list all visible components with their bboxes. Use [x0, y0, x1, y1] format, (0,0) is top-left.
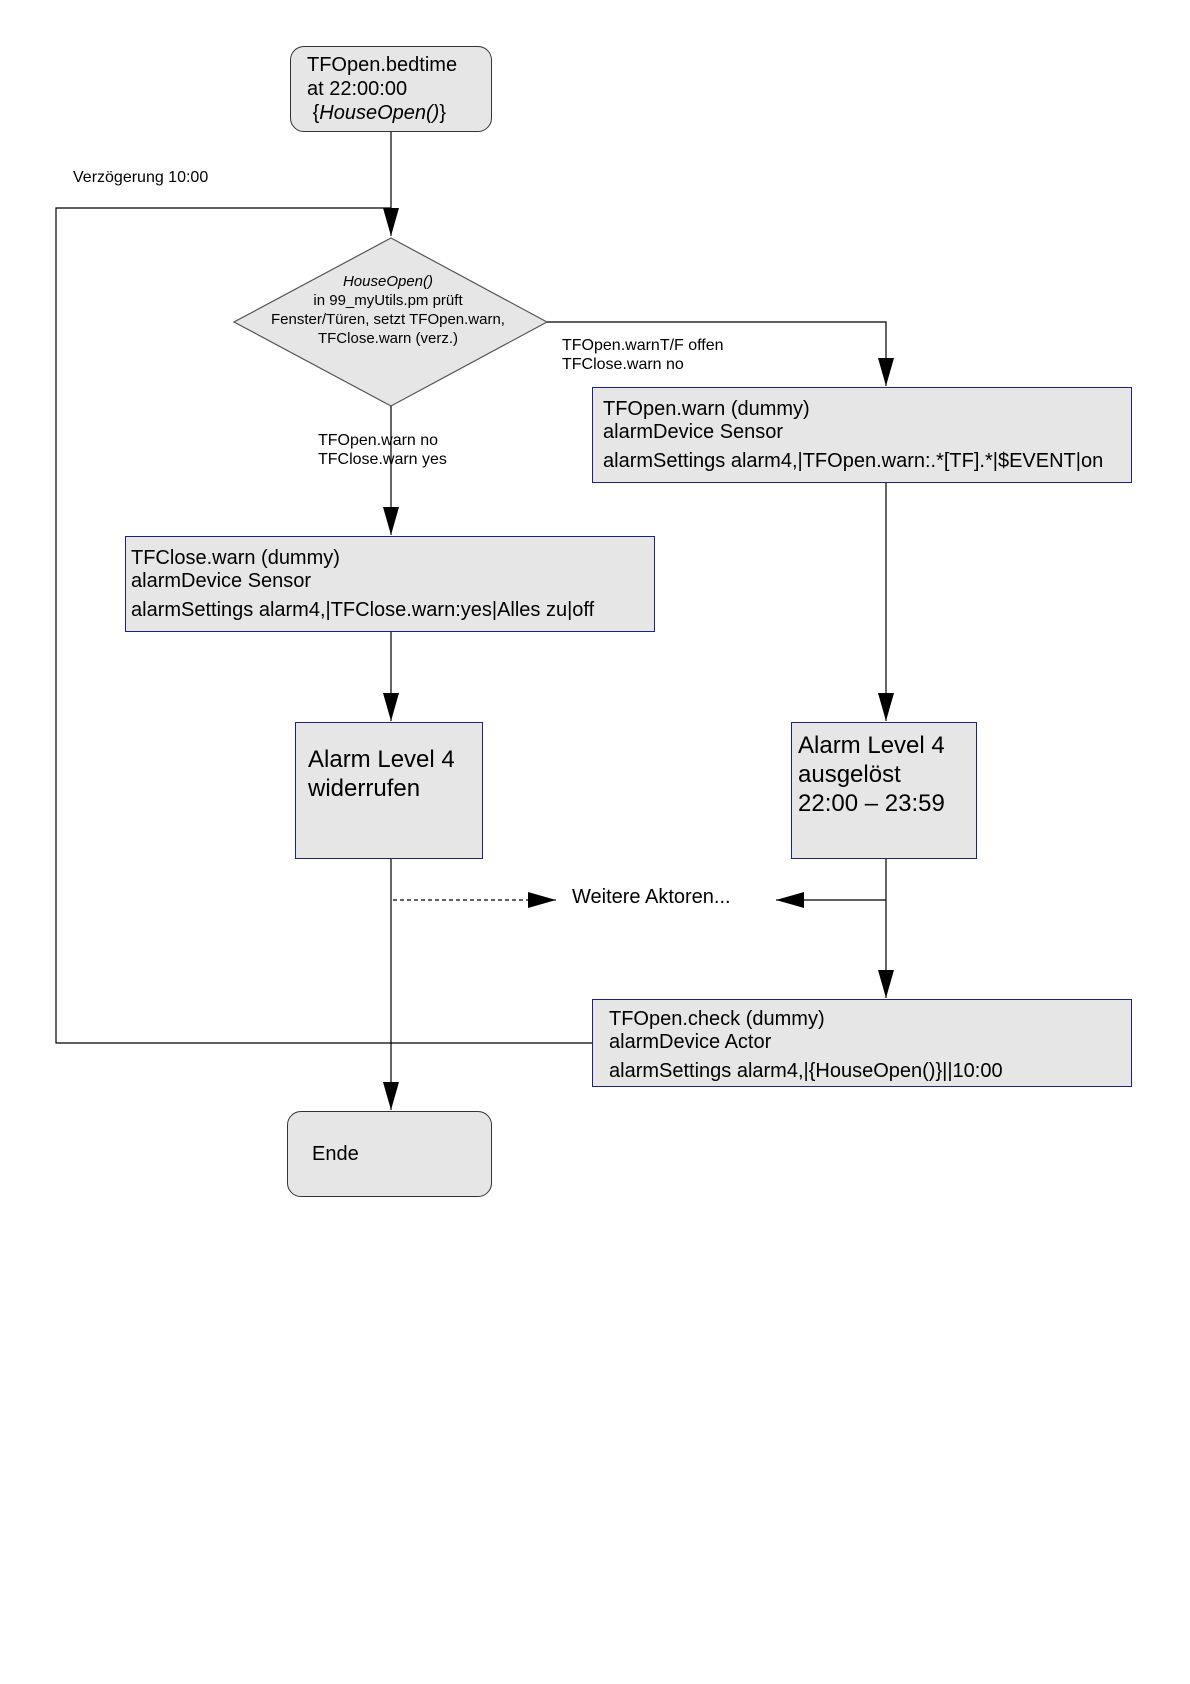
decision-text: HouseOpen() in 99_myUtils.pm prüft Fenst… [232, 272, 544, 348]
decision-line-2: in 99_myUtils.pm prüft [313, 292, 463, 309]
decision-line-3: Fenster/Türen, setzt TFOpen.warn, [271, 311, 505, 328]
start-brace-close: } [439, 102, 446, 124]
end-label: Ende [312, 1143, 359, 1165]
start-line-3: {HouseOpen()} [307, 101, 491, 125]
tfclose-warn-line-3: alarmSettings alarm4,|TFClose.warn:yes|A… [131, 599, 595, 621]
delay-label: Verzögerung 10:00 [73, 169, 209, 186]
end-node: Ende [287, 1111, 492, 1197]
alarm-revoke-line-2: widerrufen [308, 775, 421, 802]
tfclose-warn-line-2: alarmDevice Sensor [131, 570, 312, 592]
tfopen-warn-line-3: alarmSettings alarm4,|TFOpen.warn:.*[TF]… [603, 450, 1104, 472]
decision-line-4: TFClose.warn (verz.) [317, 330, 459, 347]
branch-right-line-1: TFOpen.warnT/F offen [562, 337, 724, 354]
alarm-triggered-line-3: 22:00 – 23:59 [798, 790, 945, 817]
branch-right-line-2: TFClose.warn no [562, 356, 684, 373]
tfopen-warn-line-2: alarmDevice Sensor [603, 421, 784, 443]
further-actors-label: Weitere Aktoren... [572, 886, 731, 908]
tfopen-check-box: TFOpen.check (dummy) alarmDevice Actor a… [592, 999, 1132, 1087]
alarm-triggered-box: Alarm Level 4 ausgelöst 22:00 – 23:59 [791, 722, 977, 859]
branch-right-label: TFOpen.warnT/F offen TFClose.warn no [562, 336, 724, 374]
branch-down-line-2: TFClose.warn yes [318, 451, 447, 468]
start-line-2: at 22:00:00 [307, 78, 408, 100]
alarm-triggered-line-1: Alarm Level 4 [798, 732, 945, 759]
alarm-revoke-line-1: Alarm Level 4 [308, 746, 455, 773]
start-brace-open: { [312, 102, 320, 124]
start-function-name: HouseOpen() [319, 102, 440, 124]
connector-loop-back [55, 207, 592, 1044]
tfopen-check-line-2: alarmDevice Actor [609, 1031, 772, 1053]
alarm-revoke-box: Alarm Level 4 widerrufen [295, 722, 483, 859]
alarm-triggered-line-2: ausgelöst [798, 761, 901, 788]
start-node: TFOpen.bedtime at 22:00:00 {HouseOpen()} [290, 46, 492, 132]
tfclose-warn-line-1: TFClose.warn (dummy) [131, 547, 340, 569]
tfopen-warn-line-1: TFOpen.warn (dummy) [603, 398, 810, 420]
tfopen-check-line-3: alarmSettings alarm4,|{HouseOpen()}||10:… [609, 1060, 1003, 1082]
decision-title: HouseOpen() [342, 273, 434, 290]
start-line-1: TFOpen.bedtime [307, 54, 458, 76]
tfopen-warn-box: TFOpen.warn (dummy) alarmDevice Sensor a… [592, 387, 1132, 483]
branch-down-label: TFOpen.warn no TFClose.warn yes [318, 431, 447, 469]
tfclose-warn-box: TFClose.warn (dummy) alarmDevice Sensor … [125, 536, 655, 632]
tfopen-check-line-1: TFOpen.check (dummy) [609, 1008, 825, 1030]
branch-down-line-1: TFOpen.warn no [318, 432, 439, 449]
connector-decision-to-tfopen-warn [547, 321, 894, 386]
